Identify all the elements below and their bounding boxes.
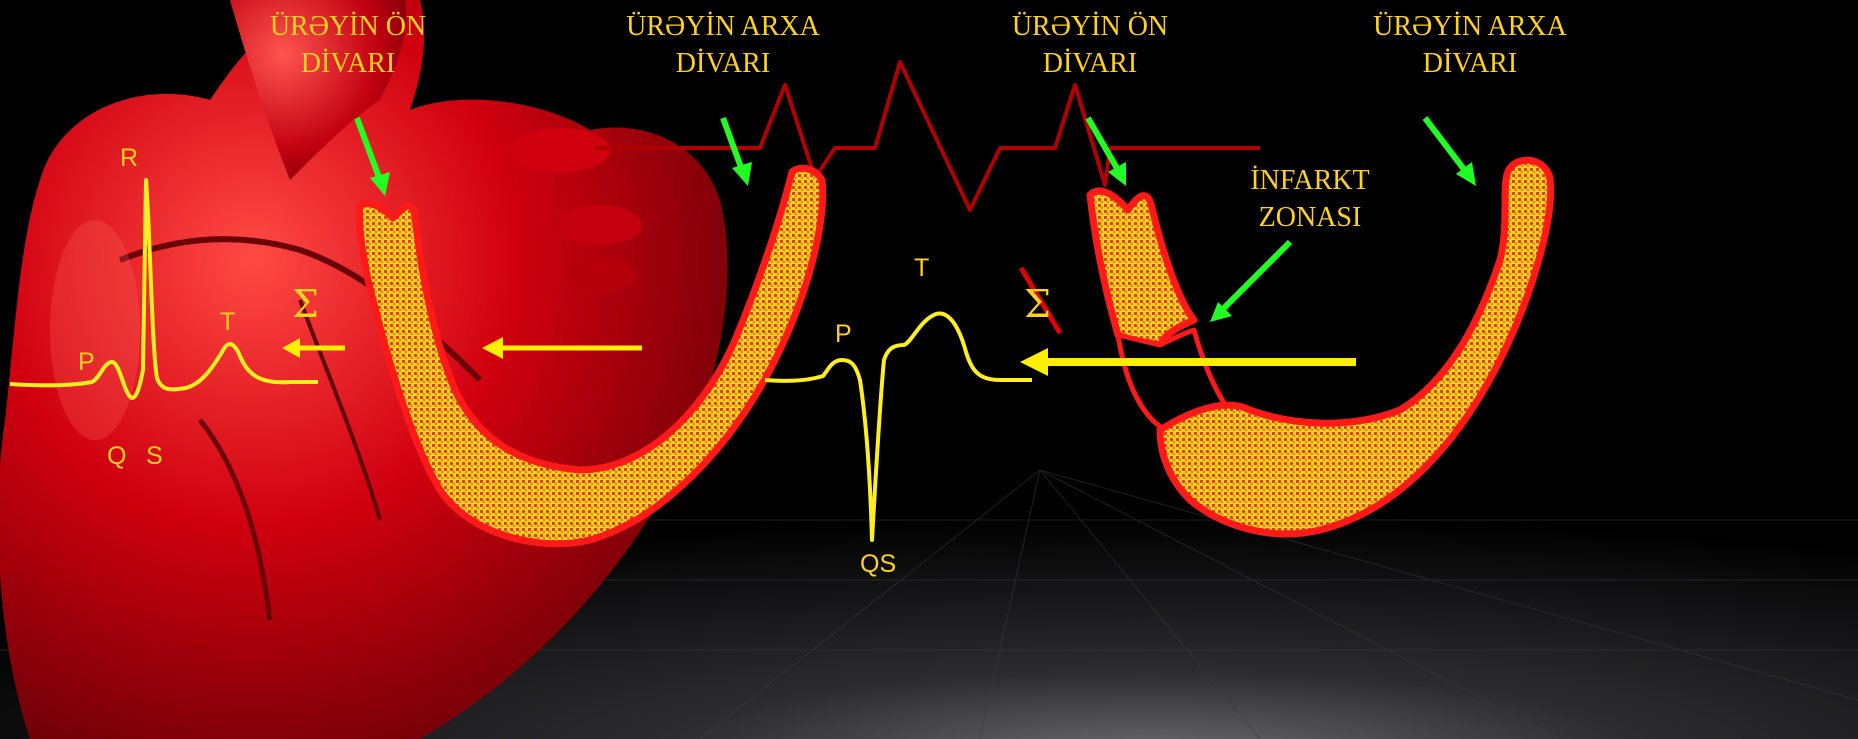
label-infarct-qs-wave: QS [860,550,897,578]
sigma-symbol-normal: Σ [292,282,319,326]
monitor-trace [595,60,1260,212]
label-p-wave: P [78,348,95,376]
pointer-arrow [354,116,1476,322]
normal-ecg-trace [9,178,318,400]
label-t-wave: T [220,308,236,336]
vector-arrow [282,337,1356,376]
label-q-wave: Q [107,442,127,470]
strike-mark [1018,266,1063,335]
sigma-symbol-infarct: Σ [1024,282,1051,326]
caption-back-wall-right: ÜRƏYİN ARXA DİVARI [1373,11,1567,79]
label-infarct-t-wave: T [914,254,930,282]
label-infarct-p-wave: P [835,320,852,348]
caption-infarct-zone: İNFARKT ZONASI [1250,165,1370,233]
caption-front-wall-left: ÜRƏYİN ÖN DİVARI [269,11,427,79]
caption-front-wall-right: ÜRƏYİN ÖN DİVARI [1011,11,1169,79]
label-r-wave: R [120,144,139,172]
infarct-ecg-trace [764,311,1032,542]
myocardium-normal [356,164,827,548]
caption-back-wall-left: ÜRƏYİN ARXA DİVARI [626,11,820,79]
myocardium-infarct [1086,156,1555,538]
label-s-wave: S [146,442,163,470]
